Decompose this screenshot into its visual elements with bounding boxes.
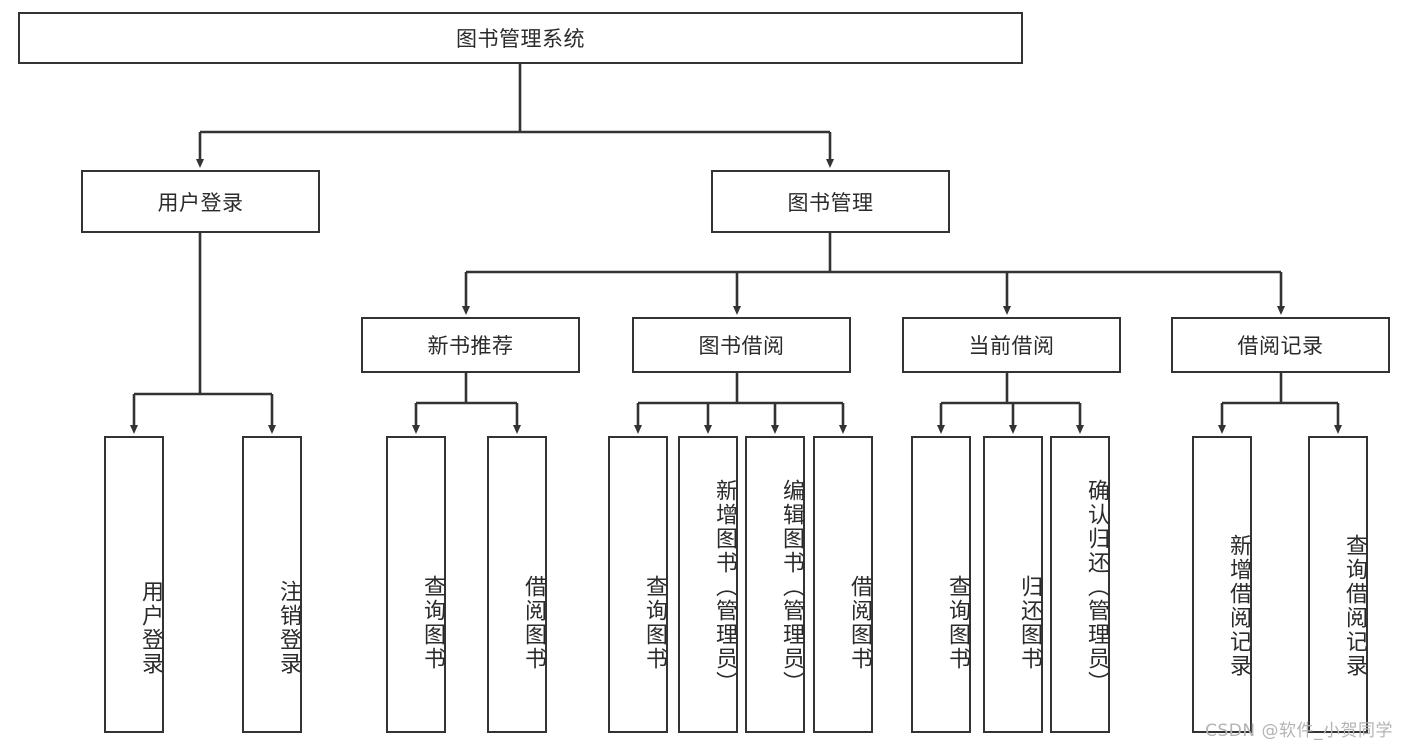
node-leaf-query-record-label: 查询借阅记录 (1342, 533, 1367, 678)
node-current-borrow[interactable]: 当前借阅 (902, 317, 1121, 373)
node-new-book-rec-label: 新书推荐 (427, 334, 514, 358)
node-leaf-query-book-2-label: 查询图书 (642, 574, 667, 671)
node-leaf-query-book-2[interactable]: 查询图书 (608, 436, 668, 733)
node-leaf-query-book-3-label: 查询图书 (945, 574, 970, 671)
node-book-manage-label: 图书管理 (787, 190, 874, 215)
node-leaf-user-login[interactable]: 用户登录 (104, 436, 164, 733)
node-book-borrow[interactable]: 图书借阅 (632, 317, 851, 373)
node-leaf-user-logout[interactable]: 注销登录 (242, 436, 302, 733)
node-book-manage[interactable]: 图书管理 (711, 170, 950, 233)
node-leaf-query-book-1[interactable]: 查询图书 (386, 436, 446, 733)
node-leaf-edit-book[interactable]: 编辑图书（管理员） (745, 436, 805, 733)
node-leaf-query-record[interactable]: 查询借阅记录 (1308, 436, 1368, 733)
node-leaf-borrow-book-2-label: 借阅图书 (847, 574, 872, 671)
node-leaf-borrow-book-1[interactable]: 借阅图书 (487, 436, 547, 733)
node-leaf-add-book-label: 新增图书（管理员） (712, 478, 737, 695)
node-leaf-confirm-return[interactable]: 确认归还（管理员） (1050, 436, 1110, 733)
node-leaf-query-book-1-label: 查询图书 (420, 574, 445, 671)
node-leaf-borrow-book-2[interactable]: 借阅图书 (813, 436, 873, 733)
node-current-borrow-label: 当前借阅 (968, 334, 1055, 358)
node-new-book-rec[interactable]: 新书推荐 (361, 317, 580, 373)
node-root-label: 图书管理系统 (456, 27, 585, 51)
node-leaf-user-logout-label: 注销登录 (276, 579, 301, 676)
node-leaf-edit-book-label: 编辑图书（管理员） (779, 478, 804, 695)
node-user-login-label: 用户登录 (157, 190, 244, 215)
node-book-borrow-label: 图书借阅 (698, 334, 785, 358)
node-borrow-record-label: 借阅记录 (1237, 334, 1324, 358)
node-leaf-confirm-return-label: 确认归还（管理员） (1084, 478, 1109, 695)
node-user-login[interactable]: 用户登录 (81, 170, 320, 233)
node-root[interactable]: 图书管理系统 (18, 12, 1023, 64)
node-borrow-record[interactable]: 借阅记录 (1171, 317, 1390, 373)
watermark-text: CSDN @软件_小贺同学 (1205, 721, 1393, 741)
node-leaf-return-book-label: 归还图书 (1017, 574, 1042, 671)
node-leaf-query-book-3[interactable]: 查询图书 (911, 436, 971, 733)
node-leaf-borrow-book-1-label: 借阅图书 (521, 574, 546, 671)
node-leaf-add-record-label: 新增借阅记录 (1226, 533, 1251, 678)
node-leaf-add-record[interactable]: 新增借阅记录 (1192, 436, 1252, 733)
node-leaf-add-book[interactable]: 新增图书（管理员） (678, 436, 738, 733)
node-leaf-return-book[interactable]: 归还图书 (983, 436, 1043, 733)
node-leaf-user-login-label: 用户登录 (138, 579, 163, 676)
